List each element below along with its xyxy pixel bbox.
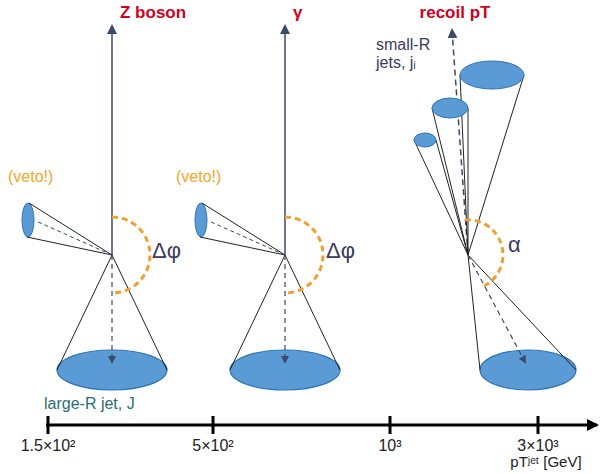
tick-label: 1.5×10²: [21, 437, 76, 455]
pt-axis: [46, 416, 597, 434]
veto-note: (veto!): [8, 168, 53, 186]
z-config: [22, 26, 167, 390]
boson-label: Z boson: [120, 3, 186, 23]
recoil-config: [414, 30, 576, 390]
jets-label: small-R jets, jᵢ: [376, 36, 448, 73]
angle-label: α: [508, 232, 521, 257]
angle-label: Δφ: [152, 238, 181, 263]
photon-config: [195, 26, 340, 390]
tick-label: 3×10³: [517, 437, 558, 455]
veto-note: (veto!): [176, 168, 221, 186]
tick-label: 10³: [378, 437, 401, 455]
boson-label: γ: [293, 3, 302, 23]
recoil-label: recoil pT: [420, 3, 491, 23]
jet-label: large-R jet, J: [44, 395, 135, 413]
axis-title: pTʲᵉᵗ [GeV]: [510, 453, 581, 470]
tick-label: 5×10²: [192, 437, 233, 455]
angle-label: Δφ: [326, 238, 355, 263]
